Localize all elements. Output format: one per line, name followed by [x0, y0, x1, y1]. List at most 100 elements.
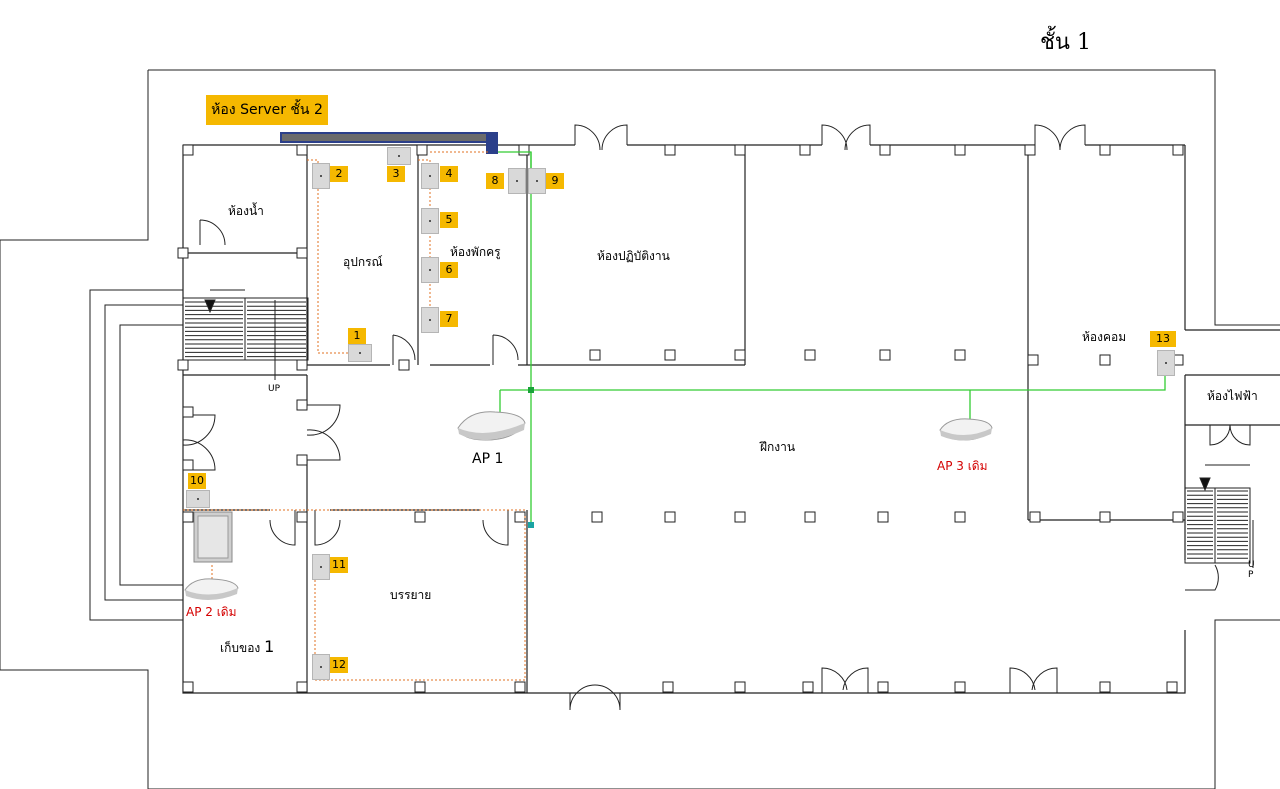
- column: [1099, 354, 1111, 366]
- room-training: ฝึกงาน: [760, 440, 796, 454]
- column: [1166, 681, 1178, 693]
- column: [514, 511, 526, 523]
- column: [954, 144, 966, 156]
- column: [877, 511, 889, 523]
- stairs-right: [1184, 464, 1254, 568]
- network-outlet: [186, 490, 210, 508]
- column: [296, 511, 308, 523]
- network-junction-lecture: [528, 522, 534, 528]
- room-workshop: ห้องปฏิบัติงาน: [597, 249, 670, 263]
- room-equipment: อุปกรณ์: [343, 255, 383, 269]
- server-rack: [280, 132, 498, 154]
- network-outlet: [348, 344, 372, 362]
- column: [591, 511, 603, 523]
- room-storage: เก็บของ 1: [220, 637, 274, 658]
- ap1-label: AP 1: [472, 451, 504, 467]
- ap2-label: AP 2 เดิม: [186, 605, 237, 619]
- outer-outline: [0, 69, 1280, 789]
- main-walls: [182, 144, 1280, 694]
- doors: [182, 124, 1251, 711]
- column: [734, 681, 746, 693]
- column: [589, 349, 601, 361]
- column: [734, 349, 746, 361]
- room-electric: ห้องไฟฟ้า: [1207, 389, 1258, 403]
- column: [1099, 681, 1111, 693]
- column: [879, 349, 891, 361]
- network-junction: [528, 387, 534, 393]
- room-storage-label: เก็บของ: [220, 641, 261, 655]
- column: [799, 144, 811, 156]
- outlet-tag-10: 10: [188, 473, 206, 489]
- column: [954, 349, 966, 361]
- column: [664, 511, 676, 523]
- network-outlet: [312, 654, 330, 680]
- ap3-label: AP 3 เดิม: [937, 459, 988, 473]
- column: [879, 144, 891, 156]
- column: [414, 681, 426, 693]
- outlet-tag-9: 9: [546, 173, 564, 189]
- column: [182, 681, 194, 693]
- column: [296, 399, 308, 411]
- outlet-tag-3: 3: [387, 166, 405, 182]
- column: [177, 359, 189, 371]
- electrical-cabinet: [193, 511, 233, 563]
- network-outlet: [421, 163, 439, 189]
- column: [514, 681, 526, 693]
- column: [177, 247, 189, 259]
- outlet-tag-11: 11: [330, 557, 348, 573]
- column: [182, 406, 194, 418]
- column: [182, 144, 194, 156]
- column: [804, 511, 816, 523]
- outlet-tag-12: 12: [330, 657, 348, 673]
- network-outlet: [421, 307, 439, 333]
- column: [734, 144, 746, 156]
- room-lecture: บรรยาย: [390, 588, 432, 602]
- column: [1099, 511, 1111, 523]
- floor-title: ชั้น 1: [1040, 30, 1091, 55]
- column: [1172, 144, 1184, 156]
- outlet-tag-5: 5: [440, 212, 458, 228]
- column: [664, 349, 676, 361]
- column: [1029, 511, 1041, 523]
- column: [662, 681, 674, 693]
- network-outlet: [1157, 350, 1175, 376]
- column: [296, 454, 308, 466]
- column: [182, 511, 194, 523]
- ap2-device: [184, 578, 239, 601]
- column: [877, 681, 889, 693]
- outlet-tag-2: 2: [330, 166, 348, 182]
- outlet-tag-13: 13: [1150, 331, 1176, 347]
- room-computer: ห้องคอม: [1082, 330, 1127, 344]
- network-outlet: [528, 168, 546, 194]
- column: [414, 511, 426, 523]
- outlet-tag-1: 1: [348, 328, 366, 344]
- network-outlet: [312, 163, 330, 189]
- column: [1027, 354, 1039, 366]
- outlet-tag-7: 7: [440, 311, 458, 327]
- stairs-up-left-label: UP: [268, 384, 281, 394]
- column: [1024, 144, 1036, 156]
- network-outlet: [312, 554, 330, 580]
- ap1-device: [457, 411, 526, 441]
- outlet-tag-6: 6: [440, 262, 458, 278]
- ap3-device: [939, 418, 993, 441]
- column: [182, 459, 194, 471]
- column: [954, 681, 966, 693]
- outlet-tag-4: 4: [440, 166, 458, 182]
- room-teacher: ห้องพักครู: [450, 245, 501, 259]
- room-storage-number: 1: [264, 637, 275, 656]
- column: [802, 681, 814, 693]
- network-outlet: [421, 208, 439, 234]
- column: [416, 144, 428, 156]
- room-restroom: ห้องน้ำ: [228, 204, 264, 218]
- column: [296, 681, 308, 693]
- column: [1172, 511, 1184, 523]
- network-outlet: [508, 168, 526, 194]
- column: [296, 359, 308, 371]
- columns: [177, 144, 1184, 693]
- network-outlet: [387, 147, 411, 165]
- column: [664, 144, 676, 156]
- column: [296, 247, 308, 259]
- server-room-label: ห้อง Server ชั้น 2: [206, 95, 328, 125]
